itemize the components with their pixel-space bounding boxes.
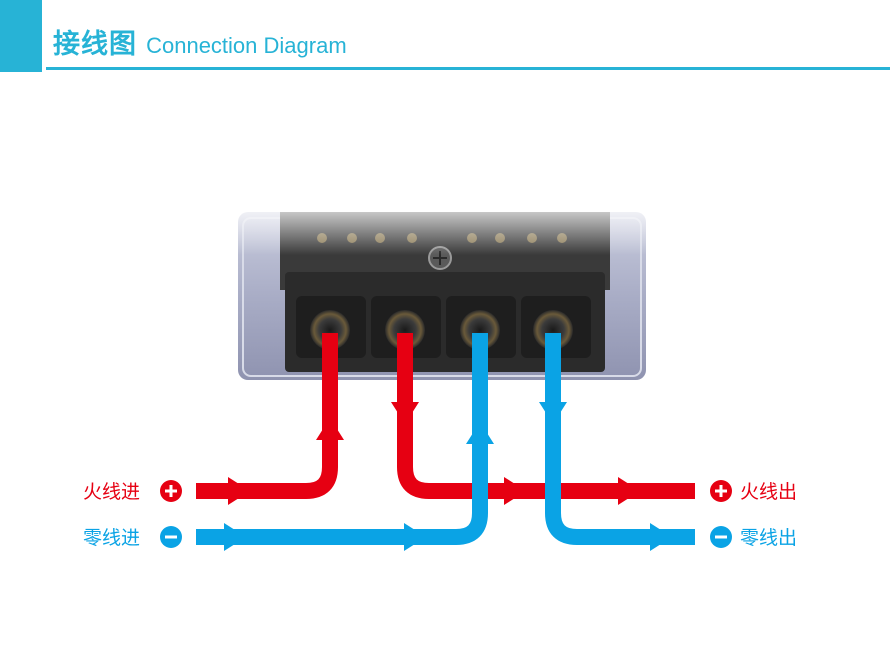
neutral-arrows (224, 402, 672, 551)
live-in-label: 火线进 (83, 481, 140, 503)
neutral-out-label: 零线出 (740, 527, 797, 549)
page-title: 接线图 Connection Diagram (53, 22, 347, 61)
page-title-cn: 接线图 (53, 29, 137, 60)
live-out-wire (397, 333, 695, 499)
live-arrow (391, 402, 419, 424)
header-accent-bar (0, 0, 42, 72)
neutral-arrow (539, 402, 567, 424)
neutral-in-label-group: 零线进 (83, 526, 182, 549)
terminal-2 (371, 296, 441, 358)
terminal-1 (296, 296, 366, 358)
neutral-out-wire (545, 333, 695, 545)
live-arrow (618, 477, 640, 505)
neutral-out-label-group: 零线出 (710, 526, 797, 549)
meter-terminal-block (230, 195, 660, 380)
live-out-label: 火线出 (740, 481, 797, 503)
neutral-in-label: 零线进 (83, 527, 140, 549)
terminal-4 (521, 296, 591, 358)
live-arrows (228, 402, 640, 505)
neutral-arrow (224, 523, 246, 551)
neutral-arrow (650, 523, 672, 551)
page-title-en: Connection Diagram (146, 33, 347, 58)
live-wires (196, 333, 695, 499)
live-arrow (504, 477, 526, 505)
neutral-arrow (466, 422, 494, 444)
live-arrow (228, 477, 250, 505)
live-arrow (316, 418, 344, 440)
header-rule (46, 67, 890, 70)
live-out-label-group: 火线出 (710, 480, 797, 503)
live-in-wire (196, 333, 338, 499)
neutral-in-wire (196, 333, 488, 545)
terminal-3 (446, 296, 516, 358)
live-in-label-group: 火线进 (83, 480, 182, 503)
neutral-arrow (404, 523, 426, 551)
neutral-wires (196, 333, 695, 545)
